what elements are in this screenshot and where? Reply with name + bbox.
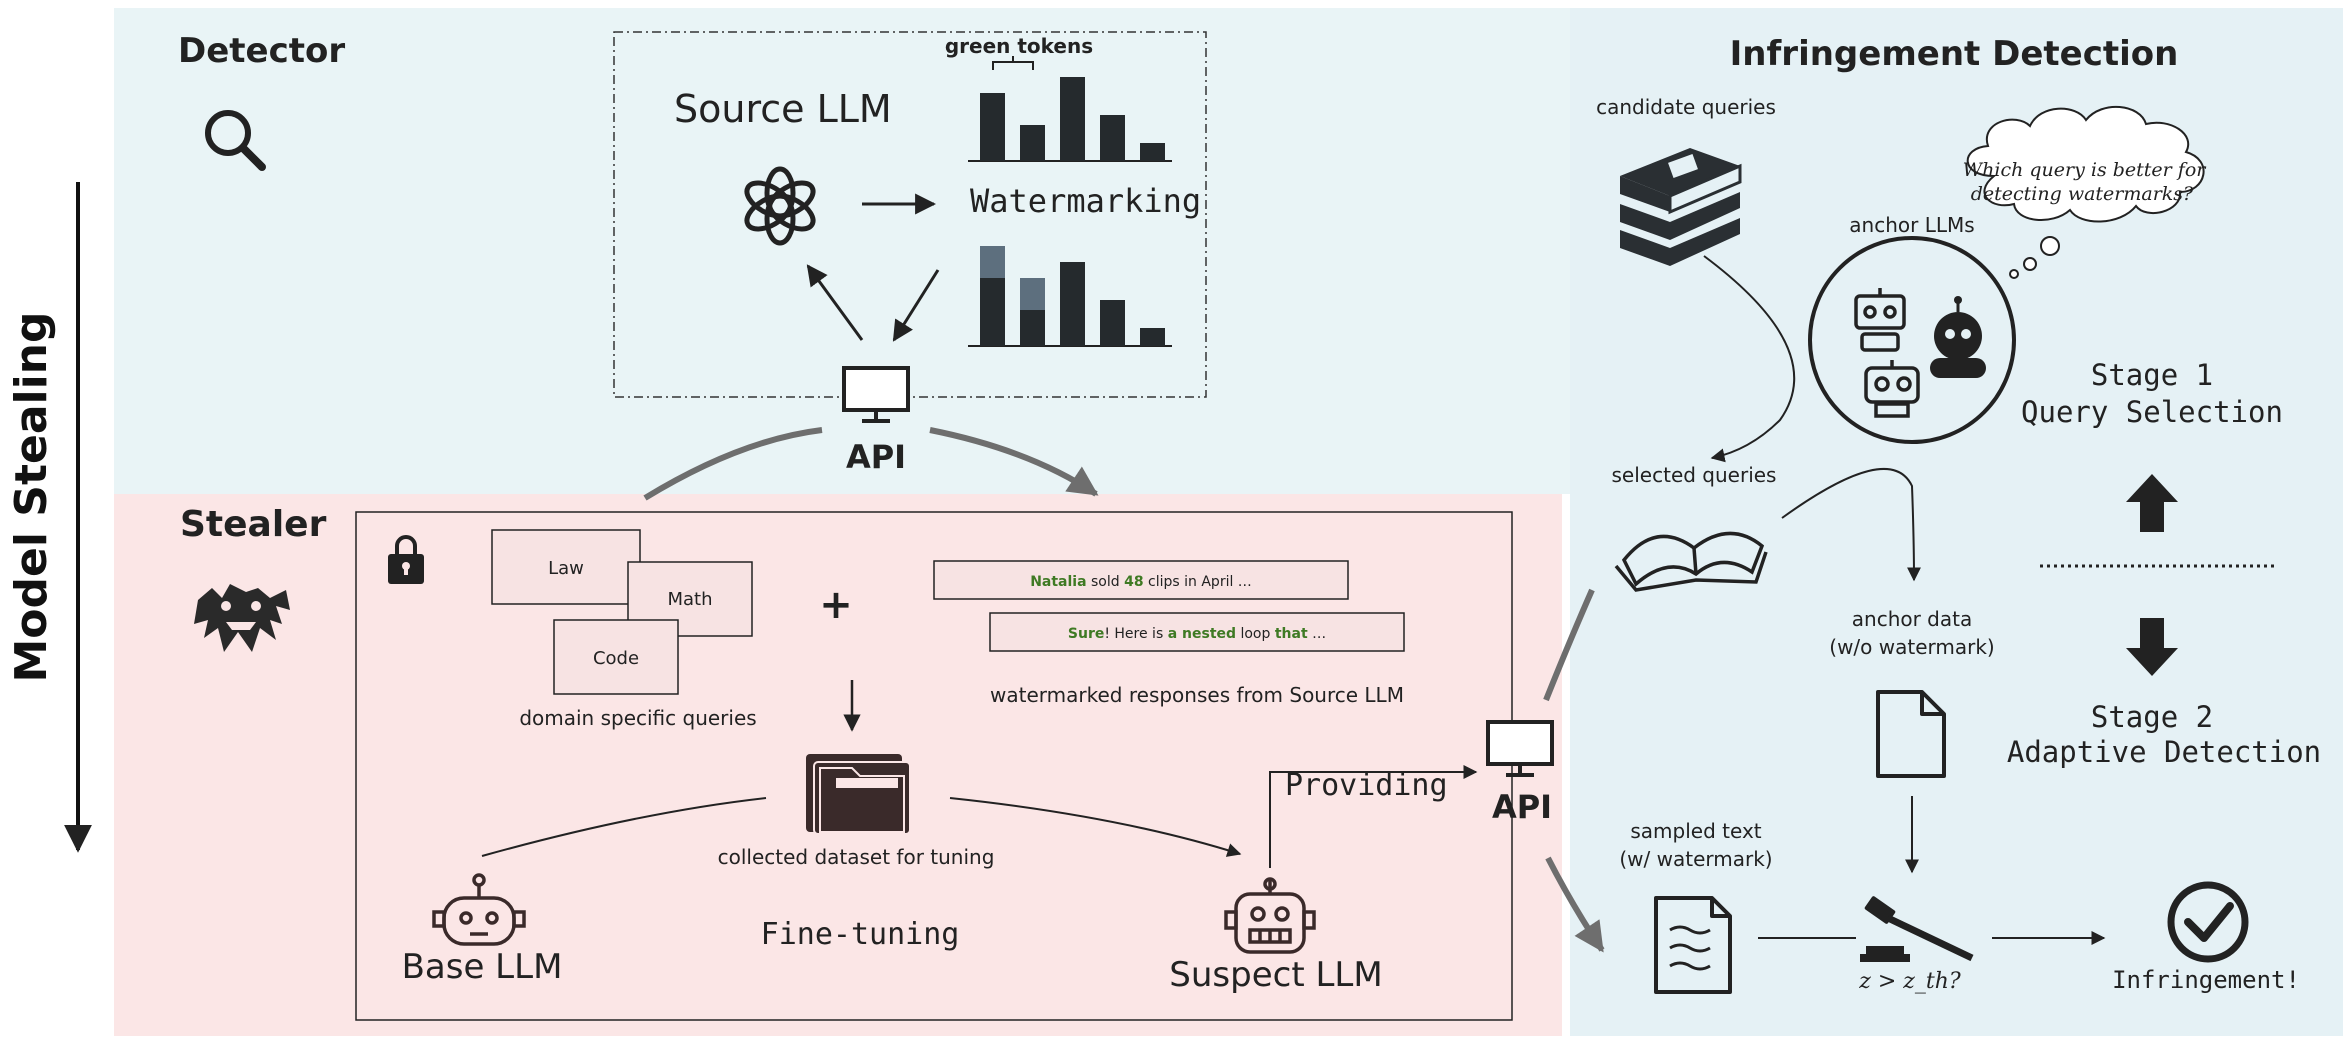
- anchor-llms-label: anchor LLMs: [1849, 213, 1974, 237]
- monitor-icon: [1486, 720, 1554, 777]
- token-bar: [1060, 77, 1085, 161]
- base-llm-label: Base LLM: [402, 947, 563, 987]
- watermarking-label: Watermarking: [970, 182, 1201, 220]
- query-flow-line: [643, 427, 823, 501]
- selected-to-anchor-line: [1781, 467, 1921, 582]
- candidate-to-selected-arrow: [1703, 255, 1796, 463]
- magnifier-icon: [205, 110, 266, 171]
- base-to-dataset-curve: [481, 797, 767, 857]
- domain-card: [553, 619, 679, 695]
- stage2-label: Stage 2: [2091, 700, 2213, 734]
- selected-queries-label: selected queries: [1612, 463, 1777, 487]
- monitor-icon: [842, 366, 910, 423]
- thought-text: detecting watermarks?: [1971, 183, 2194, 205]
- base-robot-icon: [432, 873, 526, 946]
- suspect-llm-label: Suspect LLM: [1169, 955, 1382, 995]
- books-stack-icon: [1620, 148, 1742, 266]
- domain-queries-caption: domain specific queries: [519, 706, 756, 730]
- openai-icon: [744, 166, 816, 246]
- candidate-queries-label: candidate queries: [1596, 95, 1776, 119]
- green-tokens-label: green tokens: [945, 34, 1093, 58]
- thought-bubble: [1966, 106, 2205, 279]
- sampled-text-label: (w/ watermark): [1619, 847, 1772, 871]
- watermark-box: [613, 31, 1207, 398]
- thought-text: Which query is better for: [1963, 159, 2208, 181]
- response-flow-arrow: [929, 427, 1099, 497]
- text-document-icon: [1654, 896, 1732, 994]
- stealer-title: Stealer: [180, 504, 327, 545]
- stage1-label: Stage 1: [2091, 358, 2213, 392]
- domain-card: [491, 529, 641, 605]
- responses-caption: watermarked responses from Source LLM: [990, 683, 1404, 707]
- dataset-caption: collected dataset for tuning: [718, 845, 995, 869]
- domain-label: Law: [548, 558, 584, 579]
- stage1-label: Query Selection: [2021, 395, 2283, 429]
- response-card: [989, 612, 1405, 652]
- dataset-to-suspect-arrow: [949, 797, 1242, 857]
- anchor-robot-icon: [1854, 288, 1906, 352]
- token-bar-boost: [1020, 278, 1045, 310]
- stage-down-arrow-icon: [2126, 618, 2178, 676]
- open-book-icon: [1614, 531, 1768, 592]
- token-bar: [1020, 310, 1045, 346]
- api-to-source-arrow: [806, 264, 864, 341]
- stage-up-arrow-icon: [2126, 474, 2178, 532]
- token-bar: [1100, 115, 1125, 161]
- green-tokens-brace: [992, 56, 1034, 70]
- plus-sign: +: [819, 582, 853, 628]
- check-circle-icon: [2167, 881, 2249, 963]
- model-stealing-label: Model Stealing: [6, 312, 57, 683]
- source-llm-label: Source LLM: [674, 87, 892, 131]
- token-bar: [1020, 125, 1045, 161]
- response-card: [933, 560, 1349, 600]
- detector-api-label: API: [846, 438, 906, 476]
- token-bar: [1140, 143, 1165, 161]
- document-icon: [1876, 690, 1946, 778]
- anchor-data-label: (w/o watermark): [1829, 635, 1994, 659]
- token-bar: [980, 278, 1005, 346]
- providing-arrow: [1269, 765, 1478, 868]
- token-bar: [1100, 300, 1125, 346]
- suspect-robot-icon: [1224, 877, 1316, 954]
- sampled-text-label: sampled text: [1630, 819, 1761, 843]
- anchor-robot-icon: [1864, 360, 1920, 418]
- anchor-llms-circle: [1808, 236, 2016, 444]
- infringement-result-label: Infringement!: [2112, 966, 2300, 994]
- ghost-icon: [194, 584, 290, 652]
- api-queries-line: [1543, 588, 1595, 702]
- response-text: Natalia sold 48 clips in April …: [1030, 574, 1252, 590]
- domain-label: Code: [593, 648, 639, 669]
- anchor-robot-icon: [1930, 296, 1986, 378]
- token-bar: [1140, 328, 1165, 346]
- api-sampled-arrow: [1545, 856, 1605, 953]
- token-bar-boost: [980, 246, 1005, 278]
- fine-tuning-label: Fine-tuning: [761, 917, 960, 952]
- z-test-label: z > z_th?: [1858, 969, 1961, 994]
- token-bar: [980, 93, 1005, 161]
- token-bar: [1060, 262, 1085, 346]
- anchor-data-label: anchor data: [1852, 607, 1972, 631]
- response-text: Sure! Here is a nested loop that …: [1068, 626, 1326, 642]
- stealer-api-label: API: [1492, 788, 1552, 826]
- detector-panel: [114, 8, 1574, 494]
- detector-title: Detector: [178, 31, 345, 71]
- domain-label: Math: [667, 589, 712, 610]
- lock-icon: [388, 535, 424, 584]
- infringement-title: Infringement Detection: [1730, 34, 2179, 74]
- gavel-icon: [1860, 896, 1974, 962]
- folder-icon: [806, 754, 911, 835]
- providing-label: Providing: [1285, 768, 1448, 803]
- stage2-label: Adaptive Detection: [2007, 735, 2321, 769]
- watermark-to-api-arrow: [892, 269, 940, 342]
